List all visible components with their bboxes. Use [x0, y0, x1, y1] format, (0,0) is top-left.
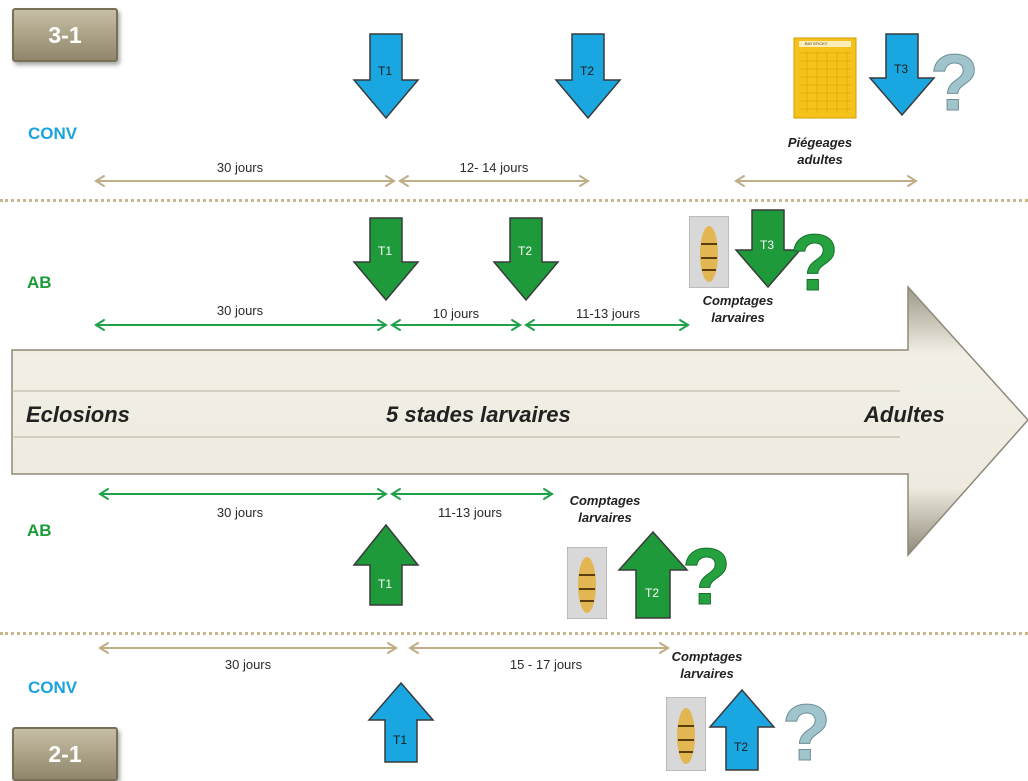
duration-conv-bottom-1: 30 jours [224, 657, 272, 672]
sticky-trap-image [793, 37, 857, 119]
treatment-label-ab-bottom-t2: T2 [645, 586, 660, 600]
treatment-label-ab-top-t2: T2 [518, 244, 533, 258]
treatment-label-conv-bottom-t2: T2 [734, 740, 749, 754]
larva-photo [689, 216, 729, 288]
panel-tag-bottom: 2-1 [12, 727, 118, 781]
note-conv-top-line-2: adultes [797, 152, 843, 167]
note-ab-bottom-line-2: larvaires [578, 510, 632, 525]
duration-ab-bottom-1: 30 jours [216, 505, 264, 520]
stage-label-eclosions: Eclosions [26, 402, 130, 427]
panel-tag-top: 3-1 [12, 8, 118, 62]
note-conv-bottom-line-1: Comptages [671, 649, 743, 664]
note-conv-bottom-line-2: larvaires [680, 666, 734, 681]
note-ab-top-line-1: Comptages [702, 293, 774, 308]
stage-label-adultes: Adultes [864, 402, 945, 427]
note-ab-bottom: Comptages larvaires [550, 492, 660, 526]
arrow-ab-bottom-t2 [617, 530, 689, 619]
treatment-label-conv-top-t2: T2 [580, 64, 595, 78]
treatment-label-conv-top-t1: T1 [378, 64, 393, 78]
treatment-label-ab-top-t1: T1 [378, 244, 393, 258]
larva-photo [666, 697, 706, 771]
arrow-ab-top-t2 [492, 217, 560, 302]
duration-ab-bottom-2: 11-13 jours [437, 505, 503, 520]
sticky-trap-text: BIO STICKY [805, 41, 828, 46]
arrow-conv-top-t2 [554, 33, 622, 120]
group-label-conv-top: CONV [28, 124, 78, 143]
group-label-conv-bottom: CONV [28, 678, 78, 697]
treatment-label-conv-top-t3: T3 [894, 62, 909, 76]
separator-bottom [0, 632, 1028, 635]
question-mark-icon: ? [790, 218, 839, 307]
question-mark-icon: ? [782, 688, 831, 777]
duration-ab-top-3: 11-13 jours [575, 306, 641, 321]
duration-ab-top-2: 10 jours [432, 306, 480, 321]
larva-photo [567, 547, 607, 619]
duration-conv-top-2: 12- 14 jours [459, 160, 529, 175]
arrow-conv-top-t3 [868, 33, 936, 117]
group-label-ab-top: AB [27, 273, 52, 292]
treatment-label-conv-bottom-t1: T1 [393, 733, 408, 747]
arrow-ab-top-t3 [734, 209, 802, 289]
duration-conv-top-1: 30 jours [216, 160, 264, 175]
question-mark-icon: ? [682, 532, 731, 621]
note-ab-bottom-line-1: Comptages [569, 493, 641, 508]
note-ab-top: Comptages larvaires [683, 292, 793, 326]
question-mark-icon: ? [930, 38, 979, 127]
separator-top [0, 199, 1028, 202]
treatment-label-ab-top-t3: T3 [760, 238, 775, 252]
group-label-ab-bottom: AB [27, 521, 52, 540]
arrow-conv-top-t1 [352, 33, 420, 120]
arrow-ab-bottom-t1 [352, 523, 420, 606]
note-conv-top: Piégeages adultes [760, 134, 880, 168]
arrow-ab-top-t1 [352, 217, 420, 302]
note-ab-top-line-2: larvaires [711, 310, 765, 325]
treatment-label-ab-bottom-t1: T1 [378, 577, 393, 591]
timeline-arrow [11, 285, 1028, 557]
note-conv-top-line-1: Piégeages [787, 135, 853, 150]
duration-conv-bottom-2: 15 - 17 jours [509, 657, 583, 672]
note-conv-bottom: Comptages larvaires [652, 648, 762, 682]
arrow-conv-bottom-t1 [367, 681, 435, 763]
arrow-conv-bottom-t2 [708, 688, 776, 771]
duration-ab-top-1: 30 jours [216, 303, 264, 318]
stage-label-larval: 5 stades larvaires [386, 402, 571, 427]
